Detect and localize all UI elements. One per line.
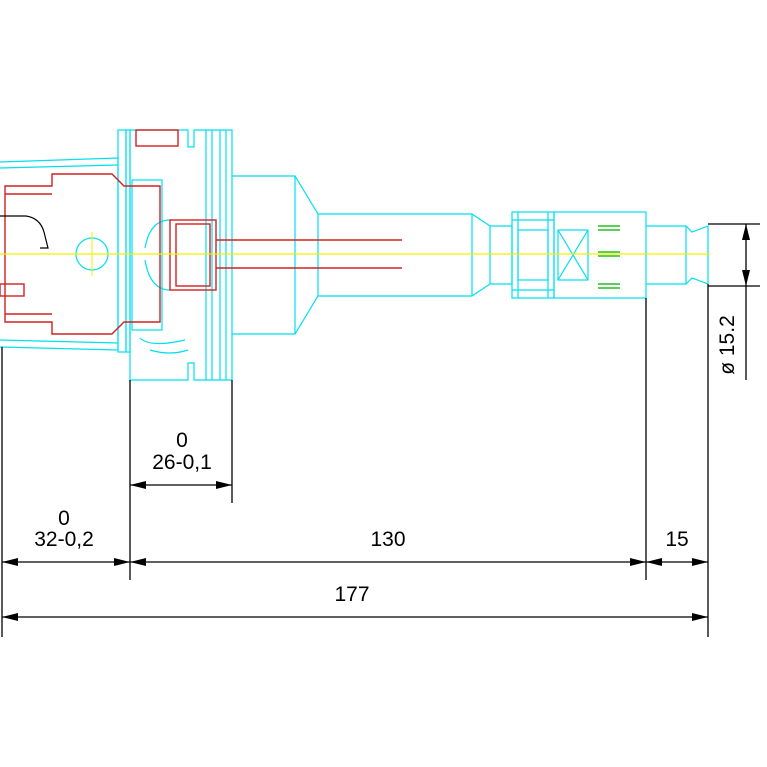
dim-32-tolerance: 0 — [58, 507, 70, 530]
holder-outline — [0, 129, 709, 381]
dim-32-label: 32-0,2 — [34, 528, 94, 551]
slot-detail — [0, 215, 49, 249]
dim-177-label: 177 — [334, 583, 369, 606]
dim-15-label: 15 — [665, 528, 688, 551]
dim-26-label: 26-0,1 — [152, 451, 212, 474]
coolant-marks — [598, 225, 620, 289]
dim-130-label: 130 — [370, 528, 405, 551]
dim-26-tolerance: 0 — [176, 429, 188, 452]
dimension-arrows — [2, 224, 750, 621]
dim-diameter-label: ø 15.2 — [716, 315, 739, 375]
dimension-lines — [1, 223, 760, 637]
holder-internal — [0, 129, 402, 335]
